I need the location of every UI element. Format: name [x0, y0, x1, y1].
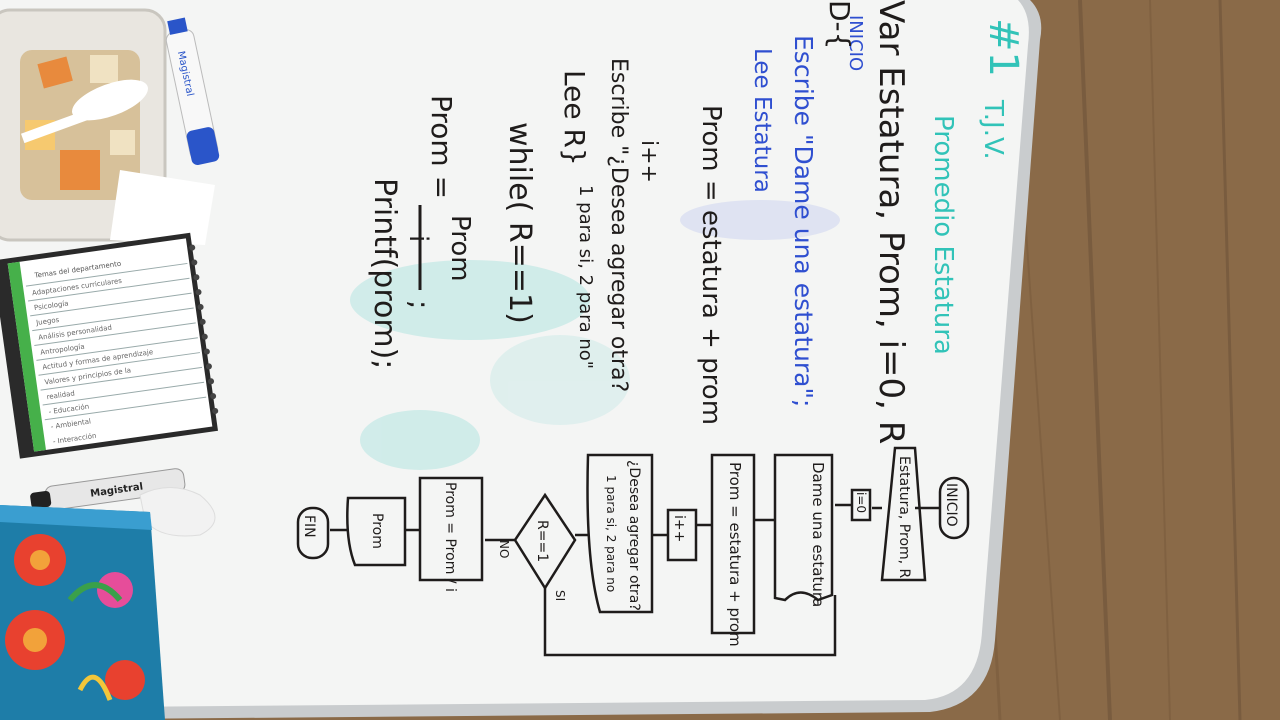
- code-semicolon: ;: [403, 300, 436, 309]
- code-brace: D-{: [823, 0, 856, 49]
- flow-fin-shape: [296, 506, 330, 560]
- blue-inicio: INICIO: [845, 15, 866, 71]
- flow-dame: Dame una estatura: [809, 462, 827, 607]
- code-prom-den: i: [403, 235, 433, 242]
- erased-smudge: [350, 200, 840, 470]
- blue-lee: Lee Estatura: [749, 48, 775, 193]
- flow-no: NO: [497, 540, 511, 558]
- flow-decision: R==1: [534, 520, 550, 562]
- notebook-line: realidad: [46, 389, 75, 401]
- code-increment: i++: [636, 140, 661, 183]
- code-printf: Printf(prom);: [367, 178, 402, 369]
- flow-vars-shape: [880, 446, 927, 582]
- flow-pregunta: ¿Desea agregar otra?: [626, 460, 642, 611]
- tissue: [139, 487, 216, 537]
- blue-escribe: Escribe "Dame una estatura";: [789, 35, 818, 407]
- heading-initials: T.J.V.: [978, 99, 1008, 160]
- flow-print-shape: [346, 496, 407, 567]
- heading-number: #1: [980, 18, 1026, 77]
- flow-fin: FIN: [301, 515, 317, 538]
- flow-pregunta-shape: [586, 453, 654, 614]
- code-prom-lhs: Prom =: [425, 95, 458, 199]
- flow-prom-shape: [710, 453, 756, 635]
- napkin: [110, 170, 215, 245]
- flow-si: SI: [553, 590, 567, 601]
- code-declaration: Var Estatura, Prom, i=0, R: [871, 0, 911, 444]
- marker-top: Magistral: [165, 17, 220, 165]
- heading-subtitle: Promedio Estatura: [928, 115, 958, 355]
- code-while: while( R==1): [502, 122, 537, 324]
- flow-print: Prom: [369, 513, 385, 549]
- flow-prom-div: Prom = Prom / i: [442, 482, 458, 592]
- flow-dame-shape: [773, 453, 834, 602]
- marker-bottom: Magistral: [30, 468, 186, 511]
- code-lee-r: Lee R}: [558, 70, 591, 166]
- flow-prom-sum: Prom = estatura + prom: [726, 462, 744, 647]
- notebook: Temas del departamento Adaptaciones curr…: [0, 232, 219, 459]
- code-prom-num: Prom: [445, 215, 475, 282]
- flow-inicio: INICIO: [943, 483, 959, 527]
- flowchart: [296, 446, 970, 657]
- code-prom-sum: Prom = estatura + prom: [696, 105, 726, 425]
- code-options: 1 para si, 2 para no": [575, 185, 596, 369]
- flow-i-init: i=0: [854, 492, 868, 513]
- flow-vars: Estatura, Prom, R: [896, 456, 912, 579]
- embroidered-bag: [0, 505, 165, 720]
- notebook-line: Juegos: [35, 316, 60, 327]
- flow-inc: i++: [671, 515, 687, 542]
- flow-pregunta-2: 1 para si, 2 para no: [604, 475, 618, 592]
- board-surface: [0, 0, 1029, 708]
- code-escribe-otra: Escribe "¿Desea agregar otra?: [606, 58, 631, 392]
